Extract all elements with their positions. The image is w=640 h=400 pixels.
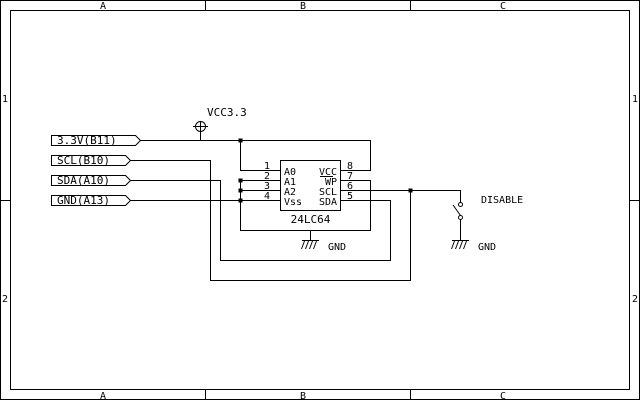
chip-ground-icon (301, 240, 319, 250)
frame-col-label-bottom: A (100, 391, 106, 400)
frame-row-label-left: 1 (2, 94, 8, 105)
frame-row-label-left: 2 (2, 294, 8, 305)
chip-pin-number-left: 4 (264, 191, 270, 202)
port-label-sda: SDA(A10) (57, 174, 110, 187)
frame-row-label-right: 2 (632, 294, 638, 305)
frame-col-label-top: A (100, 1, 106, 12)
switch-ground-label: GND (478, 242, 496, 253)
port-label-3v3: 3.3V(B11) (57, 134, 117, 147)
chip-pin-number-right: 5 (347, 191, 353, 202)
disable-switch-icon (452, 202, 463, 220)
disable-switch-label: DISABLE (481, 195, 523, 206)
frame-col-label-bottom: C (500, 391, 506, 400)
port-flag-3v3 (51, 135, 142, 146)
chip-pin-number-left: 1 (264, 161, 270, 172)
frame-col-label-bottom: B (300, 391, 306, 400)
chip-pin-name-left: A1 (284, 177, 296, 188)
chip-pin-number-right: 8 (347, 161, 353, 172)
chip-name: 24LC64 (291, 213, 331, 226)
chip-ground-label: GND (328, 242, 346, 253)
frame-row-label-right: 1 (632, 94, 638, 105)
frame-col-label-top: C (500, 1, 506, 12)
chip-pin-number-right: 7 (347, 171, 353, 182)
switch-ground-icon (451, 240, 469, 250)
chip-pin-number-left: 3 (264, 181, 270, 192)
port-flag-sda (51, 175, 132, 186)
chip-pin-name-left: A0 (284, 167, 296, 178)
eeprom-chip (260, 160, 360, 211)
port-label-gnd: GND(A13) (57, 194, 110, 207)
chip-pin-name-right: WP (325, 177, 337, 188)
port-label-scl: SCL(B10) (57, 154, 110, 167)
junction-dots (238, 138, 413, 203)
port-flag-scl (51, 155, 132, 166)
frame-col-label-top: B (300, 1, 306, 12)
chip-pin-name-right: VCC (319, 167, 337, 178)
chip-pin-name-left: Vss (284, 197, 302, 208)
chip-pin-name-right: SCL (319, 187, 337, 198)
chip-pin-name-left: A2 (284, 187, 296, 198)
chip-pin-name-right: SDA (319, 197, 337, 208)
chip-pin-number-right: 6 (347, 181, 353, 192)
vcc-power-symbol (193, 121, 208, 140)
vcc-label: VCC3.3 (207, 106, 247, 119)
chip-pin-number-left: 2 (264, 171, 270, 182)
port-flag-gnd (51, 195, 132, 206)
